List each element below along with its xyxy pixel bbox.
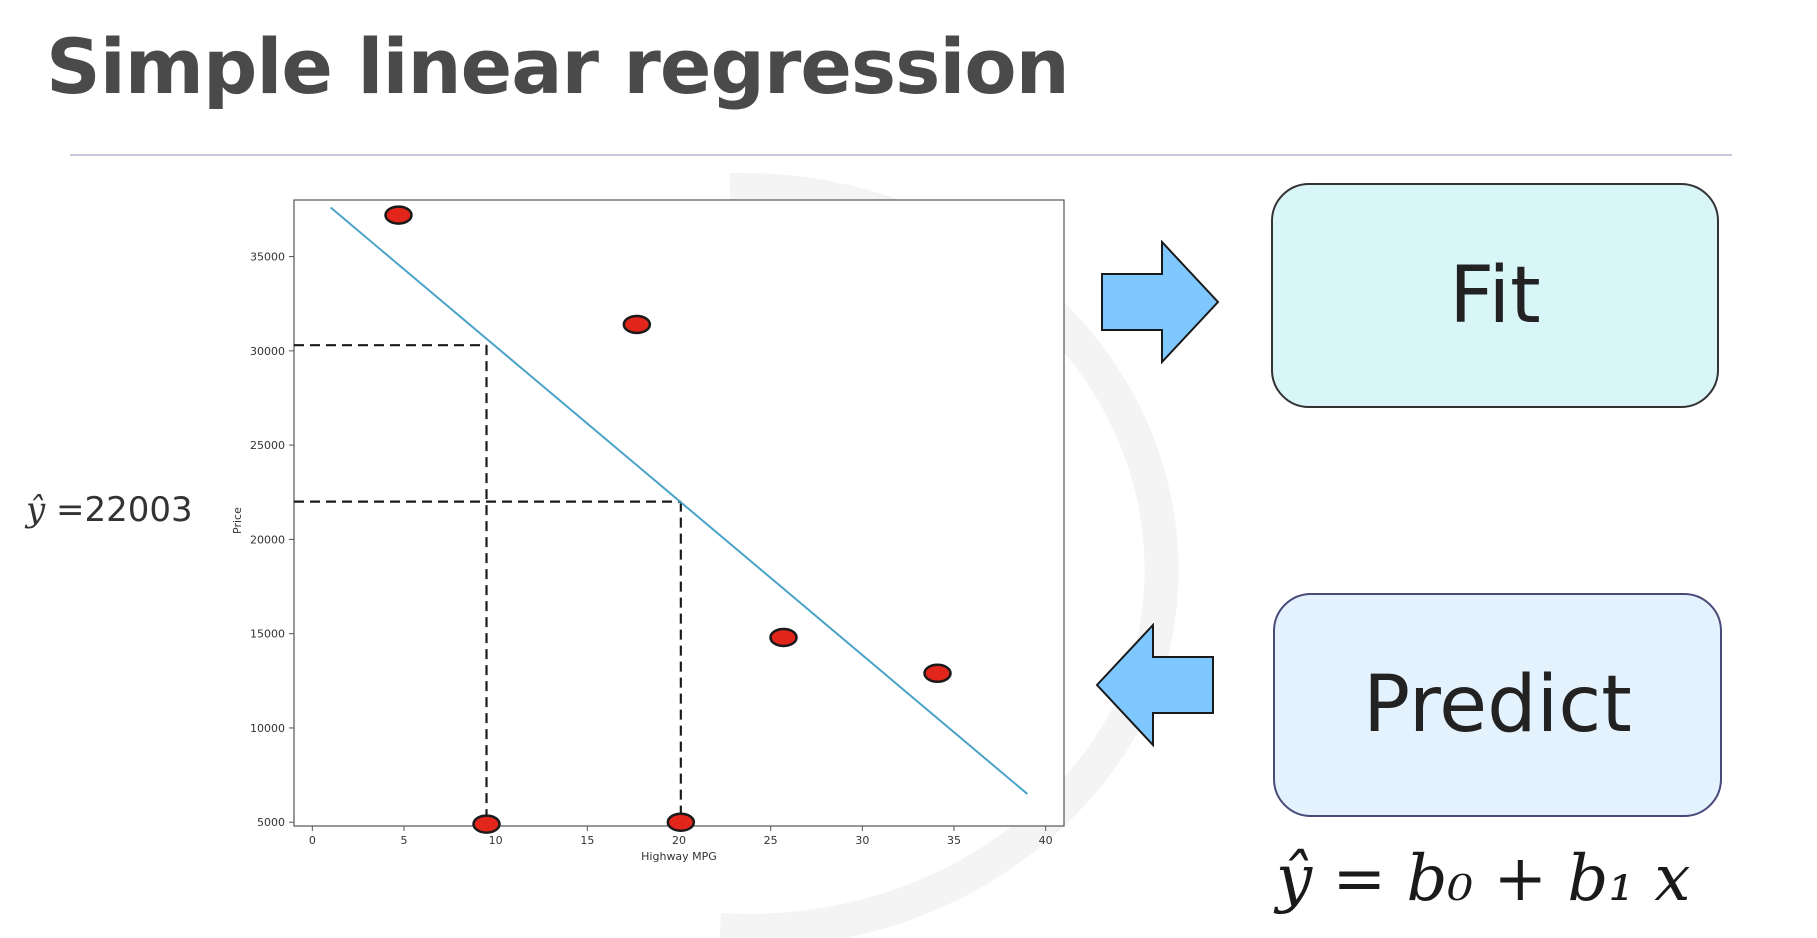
prediction-label: ŷ =22003 xyxy=(26,490,193,530)
data-point xyxy=(472,814,501,834)
regression-formula: ŷ = b₀ + b₁ x xyxy=(1276,842,1691,916)
arrow-right-icon xyxy=(1101,240,1220,364)
slide-title: Simple linear regression xyxy=(46,22,1070,111)
data-point xyxy=(666,812,696,832)
guide-lines xyxy=(294,344,682,826)
regression-line xyxy=(330,206,1028,795)
x-tick-label: 40 xyxy=(1039,834,1053,847)
title-divider xyxy=(70,154,1732,156)
data-point xyxy=(769,627,798,648)
data-points xyxy=(384,205,952,834)
y-tick-label: 30000 xyxy=(250,345,285,358)
fit-step-box: Fit xyxy=(1271,183,1719,408)
y-hat-symbol: ŷ xyxy=(26,490,46,530)
y-tick-label: 20000 xyxy=(250,533,285,546)
x-tick-label: 25 xyxy=(764,834,778,847)
predict-step-box: Predict xyxy=(1273,593,1722,817)
data-point xyxy=(622,314,652,335)
arrow-left-icon xyxy=(1095,623,1214,747)
data-point xyxy=(923,663,952,684)
y-tick-label: 15000 xyxy=(250,628,285,641)
x-tick-label: 20 xyxy=(672,834,686,847)
plot-frame xyxy=(293,199,1065,827)
x-tick-label: 35 xyxy=(947,834,961,847)
axis-ticks: 0 5 10 15 20 25 30 35 40 5000 10000 15000 20000 25000… xyxy=(250,251,1053,847)
y-tick-label: 25000 xyxy=(250,439,285,452)
x-tick-label: 0 xyxy=(309,834,316,847)
predict-step-label: Predict xyxy=(1363,660,1632,750)
x-tick-label: 15 xyxy=(580,834,594,847)
regression-line-layer xyxy=(330,206,1028,795)
y-tick-label: 35000 xyxy=(250,251,285,264)
y-tick-label: 5000 xyxy=(257,816,285,829)
x-tick-label: 10 xyxy=(489,834,503,847)
y-axis-label: Price xyxy=(231,507,244,534)
x-tick-label: 5 xyxy=(401,834,408,847)
x-axis-label: Highway MPG xyxy=(641,850,717,863)
prediction-value: =22003 xyxy=(45,490,193,530)
data-point xyxy=(384,205,413,225)
x-tick-label: 30 xyxy=(855,834,869,847)
fit-step-label: Fit xyxy=(1449,250,1541,341)
y-tick-label: 10000 xyxy=(250,722,285,735)
